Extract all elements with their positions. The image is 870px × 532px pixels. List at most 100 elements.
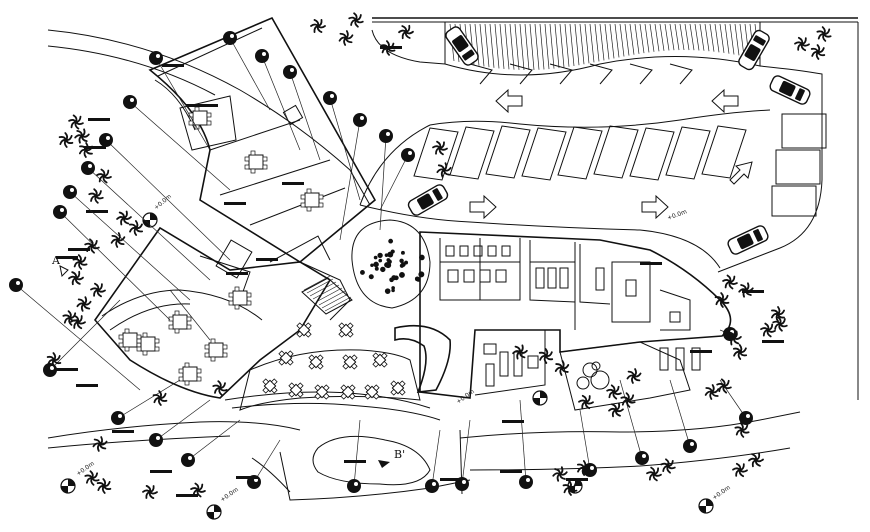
pond — [312, 435, 431, 486]
palm-tree-icon — [716, 378, 732, 394]
table-set-icon — [188, 106, 212, 130]
callout-bubble-icon — [149, 399, 211, 473]
palm-tree-icon — [380, 40, 396, 56]
table-set-icon — [372, 352, 388, 368]
car-icon — [407, 26, 811, 255]
level-tag: +0.0m — [219, 486, 240, 504]
palm-tree-icon — [96, 168, 112, 184]
table-set-icon — [178, 362, 202, 386]
callout-bubble-icon — [669, 350, 712, 453]
table-set-icon — [262, 378, 278, 394]
palm-tree-icon — [96, 478, 112, 494]
palm-tree-icon — [704, 384, 720, 400]
callout-bubble-icon — [256, 129, 393, 261]
callout-bubble-icon — [619, 262, 662, 465]
palm-tree-icon — [92, 436, 108, 452]
callout-bubble-icon — [196, 65, 321, 161]
palm-tree-icon — [398, 24, 414, 40]
table-set-icon — [300, 188, 324, 212]
palm-tree-icon — [626, 368, 642, 384]
landscape-palms — [46, 12, 832, 500]
palm-tree-icon — [810, 44, 826, 60]
palm-tree-icon — [90, 282, 106, 298]
palm-tree-icon — [552, 466, 568, 482]
table-set-icon — [364, 384, 380, 400]
palm-tree-icon — [722, 274, 738, 290]
palm-tree-icon — [212, 380, 228, 396]
section-mark-a: A — [51, 254, 69, 278]
table-set-icon — [168, 310, 192, 334]
table-set-icon — [288, 382, 304, 398]
level-tag: +0.0m — [666, 208, 688, 222]
callout-bubble-icon — [81, 161, 211, 281]
stair — [301, 275, 353, 315]
callout-bubble-icon — [379, 46, 415, 211]
palm-tree-icon — [772, 316, 788, 332]
palm-tree-icon — [726, 330, 742, 346]
callout-bubble-icon — [502, 399, 533, 489]
table-set-icon — [390, 380, 406, 396]
palm-tree-icon — [70, 314, 86, 330]
callout-bubble-icon — [63, 185, 191, 301]
palm-tree-icon — [771, 306, 785, 322]
callout-bubble-icon — [226, 113, 367, 275]
palm-tree-icon — [794, 36, 810, 52]
palm-tree-icon — [74, 128, 90, 144]
palm-tree-icon — [578, 394, 594, 410]
palm-tree-icon — [84, 470, 100, 486]
palm-tree-icon — [714, 292, 730, 308]
callout-bubble-icon — [236, 439, 281, 489]
palm-tree-icon — [432, 140, 448, 156]
callout-bubble-icon — [53, 205, 171, 321]
palm-tree-icon — [128, 220, 144, 236]
callout-bubble-icon — [566, 409, 597, 481]
palm-tree-icon — [436, 162, 452, 178]
palm-tree-icon — [606, 384, 622, 400]
palm-tree-icon — [538, 348, 554, 364]
palm-tree-icon — [72, 254, 88, 270]
fountain — [576, 361, 610, 390]
palm-tree-icon — [646, 466, 662, 482]
table-set-icon — [338, 322, 354, 338]
table-set-icon — [278, 350, 294, 366]
palm-tree-icon — [76, 296, 92, 312]
arrow-icon — [469, 88, 753, 220]
pavilion — [394, 324, 452, 393]
table-set-icon — [340, 384, 356, 400]
car-icon — [738, 29, 770, 71]
callout-bubble-icon — [344, 419, 366, 493]
callout-bubble-icon — [224, 49, 301, 205]
palm-tree-icon — [732, 344, 748, 360]
callout-bubble-icon — [719, 290, 764, 425]
south-wing — [93, 226, 351, 399]
palm-tree-icon — [734, 422, 750, 438]
palm-tree-icon — [46, 352, 62, 368]
palm-tree-icon — [748, 452, 764, 468]
callout-bubble-icon — [186, 31, 271, 111]
table-set-icon — [244, 150, 268, 174]
palm-tree-icon — [816, 26, 832, 42]
parking-bays — [413, 63, 747, 181]
palm-tree-icon — [310, 19, 326, 33]
palm-tree-icon — [608, 402, 624, 418]
palm-tree-icon — [732, 462, 748, 478]
callout-bubble-icon — [111, 379, 181, 433]
palm-tree-icon — [660, 458, 676, 474]
svg-text:A: A — [51, 254, 61, 267]
level-tag: +0.0m — [455, 388, 476, 406]
palm-tree-icon — [190, 482, 206, 498]
parking-area: +0.0m — [359, 17, 859, 400]
palm-tree-icon — [338, 30, 354, 46]
palm-tree-icon — [116, 210, 132, 226]
callout-bubble-icon — [9, 278, 141, 391]
table-set-icon — [204, 338, 228, 362]
palm-tree-icon — [88, 188, 104, 204]
table-set-icon — [308, 354, 324, 370]
callout-bubble-icon — [425, 429, 462, 493]
palm-tree-icon — [110, 232, 126, 248]
palm-tree-icon — [58, 132, 74, 148]
car-icon — [769, 75, 811, 105]
palm-tree-icon — [562, 480, 578, 496]
callout-bubble-icon — [176, 419, 241, 497]
